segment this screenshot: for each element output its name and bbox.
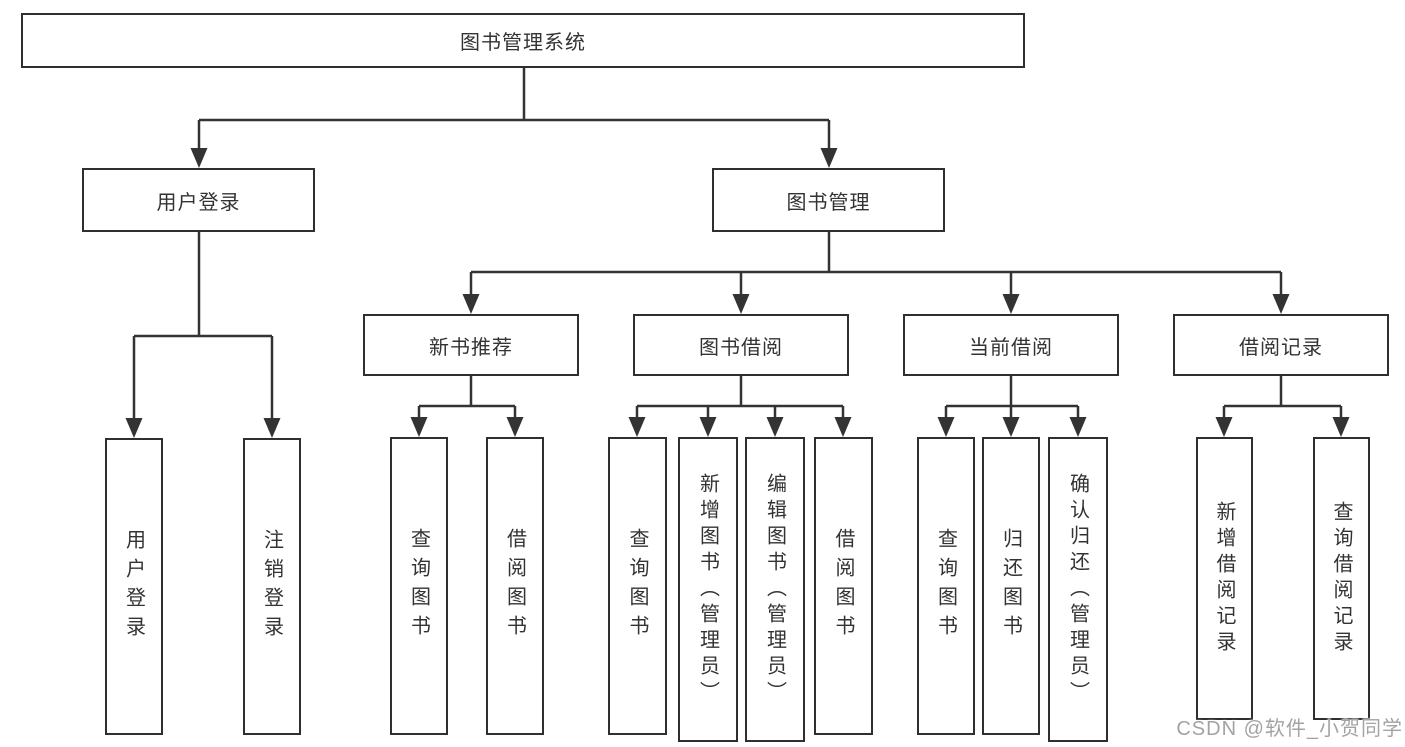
node-book-management: 图书管理 (712, 168, 945, 232)
node-borrow-records: 借阅记录 (1173, 314, 1389, 376)
leaf-confirm-return-admin-label: 确认归还（管理员） (1066, 472, 1089, 707)
leaf-query-books-borrow: 查询图书 (608, 437, 667, 735)
watermark: CSDN @软件_小贺同学 (1176, 718, 1403, 740)
leaf-confirm-return-admin: 确认归还（管理员） (1048, 437, 1108, 742)
node-borrow-records-label: 借阅记录 (1239, 336, 1323, 359)
leaf-add-book-admin: 新增图书（管理员） (678, 437, 738, 742)
leaf-add-borrow-record-label: 新增借阅记录 (1213, 500, 1235, 657)
leaf-return-book-label: 归还图书 (999, 528, 1022, 644)
node-user-login: 用户登录 (82, 168, 315, 232)
node-current-borrow-label: 当前借阅 (969, 336, 1053, 359)
leaf-add-borrow-record: 新增借阅记录 (1196, 437, 1253, 720)
leaf-logout: 注销登录 (243, 438, 301, 735)
leaf-user-login: 用户登录 (105, 438, 163, 735)
leaf-borrow-books-label: 借阅图书 (832, 528, 854, 644)
leaf-query-books-recommend: 查询图书 (390, 437, 448, 735)
node-new-book-recommend-label: 新书推荐 (429, 336, 513, 359)
leaf-query-books-borrow-label: 查询图书 (626, 528, 648, 644)
leaf-add-book-admin-label: 新增图书（管理员） (696, 472, 719, 707)
node-book-borrow-label: 图书借阅 (699, 336, 783, 359)
node-book-management-label: 图书管理 (786, 191, 871, 214)
leaf-edit-book-admin: 编辑图书（管理员） (745, 437, 805, 742)
node-book-borrow: 图书借阅 (633, 314, 849, 376)
leaf-query-borrow-record-label: 查询借阅记录 (1330, 500, 1352, 657)
node-root: 图书管理系统 (21, 13, 1025, 68)
leaf-borrow-books-recommend-label: 借阅图书 (503, 528, 526, 644)
leaf-return-book: 归还图书 (982, 437, 1040, 735)
leaf-query-books-current: 查询图书 (917, 437, 975, 735)
leaf-query-books-current-label: 查询图书 (934, 528, 957, 644)
leaf-edit-book-admin-label: 编辑图书（管理员） (763, 472, 786, 707)
leaf-user-login-label: 用户登录 (122, 528, 145, 645)
node-new-book-recommend: 新书推荐 (363, 314, 579, 376)
leaf-logout-label: 注销登录 (260, 528, 283, 645)
leaf-borrow-books: 借阅图书 (814, 437, 873, 735)
node-current-borrow: 当前借阅 (903, 314, 1119, 376)
leaf-query-books-recommend-label: 查询图书 (407, 528, 430, 644)
leaf-borrow-books-recommend: 借阅图书 (486, 437, 544, 735)
node-root-label: 图书管理系统 (460, 32, 586, 54)
leaf-query-borrow-record: 查询借阅记录 (1313, 437, 1370, 720)
node-user-login-label: 用户登录 (156, 191, 241, 214)
